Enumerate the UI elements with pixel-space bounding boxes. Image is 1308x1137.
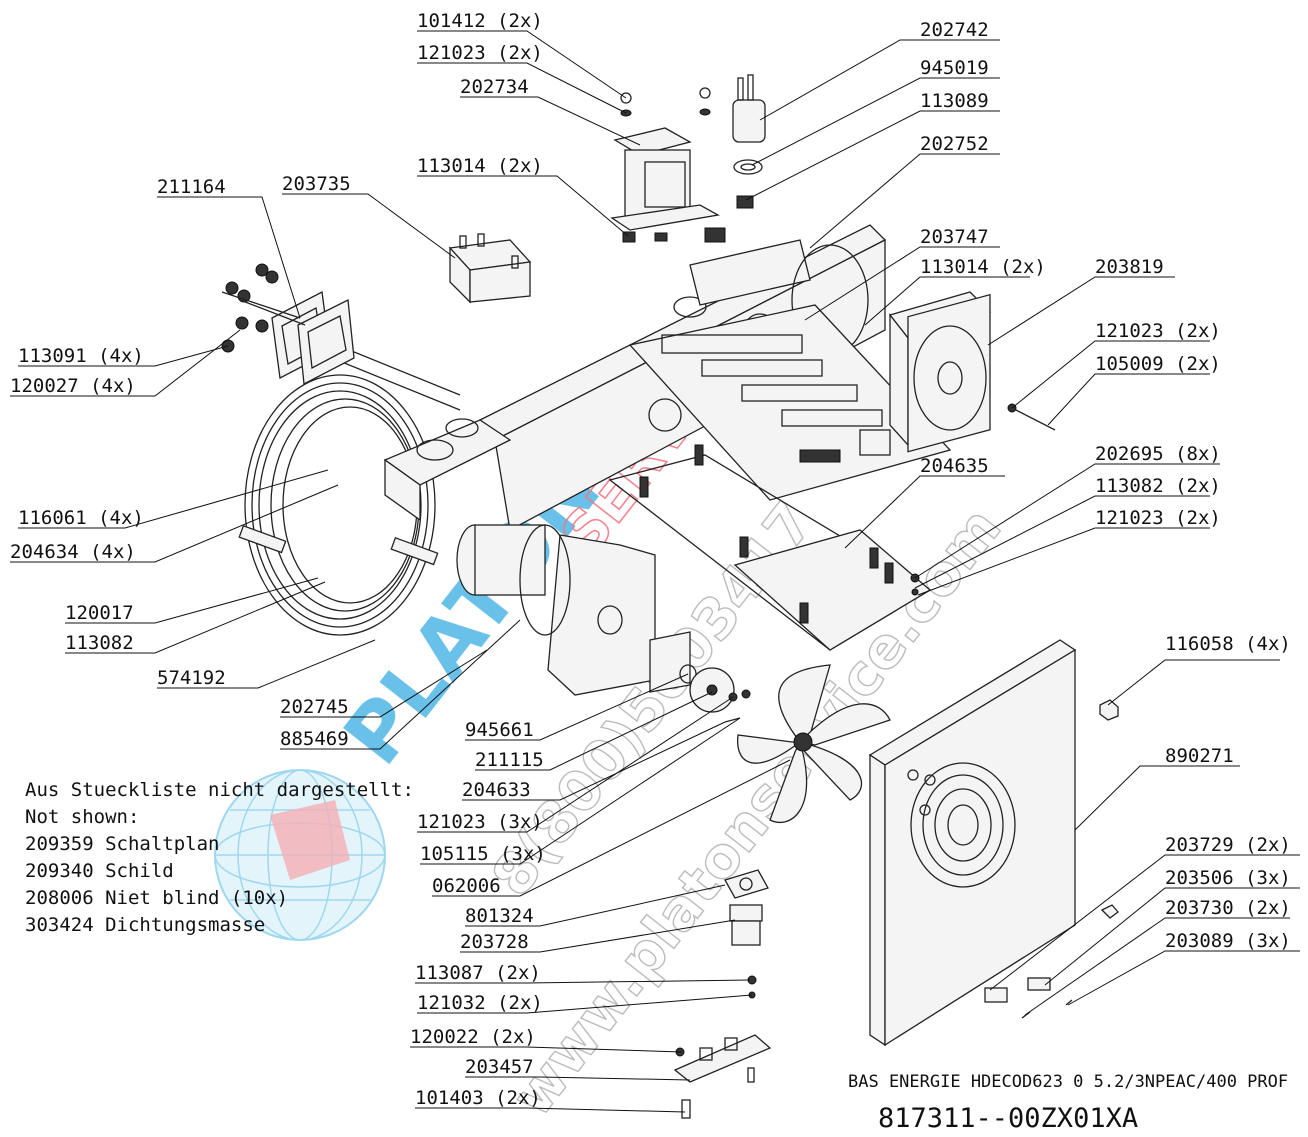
label-121023-a: 121023 (2x) bbox=[417, 42, 543, 64]
note-line-2: Not shown: bbox=[25, 806, 139, 828]
label-116058: 116058 (4x) bbox=[1165, 633, 1291, 655]
board-components bbox=[661, 334, 891, 463]
relay bbox=[448, 233, 532, 304]
label-945661: 945661 bbox=[465, 719, 534, 741]
base-plate bbox=[608, 444, 932, 651]
heating-coil bbox=[238, 329, 461, 636]
document-number: 817311--00ZX01XA bbox=[878, 1103, 1138, 1134]
small-hardware-right bbox=[984, 699, 1119, 1019]
cooling-fan bbox=[888, 291, 1056, 453]
label-203089: 203089 (3x) bbox=[1165, 930, 1291, 952]
label-113091: 113091 (4x) bbox=[18, 345, 144, 367]
fan-motor bbox=[456, 524, 656, 696]
label-202734: 202734 bbox=[460, 76, 529, 98]
capacitor bbox=[732, 74, 766, 209]
label-121032: 121032 (2x) bbox=[417, 992, 543, 1014]
model-title: BAS ENERGIE HDECOD623 0 5.2/3NPEAC/400 P… bbox=[848, 1072, 1288, 1092]
label-801324: 801324 bbox=[465, 905, 534, 927]
label-204633: 204633 bbox=[462, 779, 531, 801]
globe-logo bbox=[214, 769, 386, 941]
label-121023-c: 121023 (2x) bbox=[1095, 507, 1221, 529]
title-block: BAS ENERGIE HDECOD623 0 5.2/3NPEAC/400 P… bbox=[848, 1072, 1288, 1134]
terminal-nuts bbox=[221, 263, 306, 353]
label-121023-b: 121023 (2x) bbox=[1095, 320, 1221, 342]
label-113014-b: 113014 (2x) bbox=[920, 256, 1046, 278]
label-203729: 203729 (2x) bbox=[1165, 834, 1291, 856]
part-labels: 101412 (2x) 121023 (2x) 202734 202742 94… bbox=[10, 10, 1291, 1109]
part-drawings bbox=[221, 74, 1119, 1119]
label-113014-a: 113014 (2x) bbox=[417, 155, 543, 177]
label-120022: 120022 (2x) bbox=[410, 1026, 536, 1048]
label-203735: 203735 bbox=[282, 173, 351, 195]
standoffs bbox=[639, 444, 894, 624]
label-211115: 211115 bbox=[475, 749, 544, 771]
label-890271: 890271 bbox=[1165, 745, 1234, 767]
label-202695: 202695 (8x) bbox=[1095, 443, 1221, 465]
rear-panel bbox=[868, 639, 1077, 1047]
seal-plates bbox=[271, 290, 355, 386]
impeller-wheel bbox=[736, 664, 891, 824]
label-062006: 062006 bbox=[432, 875, 501, 897]
label-885469: 885469 bbox=[280, 728, 349, 750]
note-line-6: 303424 Dichtungsmasse bbox=[25, 914, 265, 936]
label-101412: 101412 (2x) bbox=[417, 10, 543, 32]
not-shown-notes: Aus Stueckliste nicht dargestellt: Not s… bbox=[25, 779, 414, 936]
label-203730: 203730 (2x) bbox=[1165, 897, 1291, 919]
label-202752: 202752 bbox=[920, 133, 989, 155]
label-202742: 202742 bbox=[920, 19, 989, 41]
motor-plate bbox=[649, 631, 751, 723]
leader-lines bbox=[10, 30, 1300, 1113]
label-101403: 101403 (2x) bbox=[415, 1087, 541, 1109]
label-113082-b: 113082 bbox=[65, 632, 134, 654]
label-120017: 120017 bbox=[65, 602, 134, 624]
label-113082-a: 113082 (2x) bbox=[1095, 475, 1221, 497]
note-line-4: 209340 Schild bbox=[25, 860, 174, 882]
circuit-board bbox=[628, 304, 952, 501]
transformer bbox=[610, 87, 720, 243]
label-203728: 203728 bbox=[460, 931, 529, 953]
label-211164: 211164 bbox=[157, 176, 226, 198]
label-121023-d: 121023 (3x) bbox=[417, 811, 543, 833]
label-203747: 203747 bbox=[920, 226, 989, 248]
label-203506: 203506 (3x) bbox=[1165, 867, 1291, 889]
note-line-3: 209359 Schaltplan bbox=[25, 833, 219, 855]
label-574192: 574192 bbox=[157, 667, 226, 689]
label-945019: 945019 bbox=[920, 57, 989, 79]
gland-and-terminal-block bbox=[673, 869, 772, 1119]
label-105009: 105009 (2x) bbox=[1095, 353, 1221, 375]
note-line-5: 208006 Niet blind (10x) bbox=[25, 887, 288, 909]
label-204634: 204634 (4x) bbox=[10, 541, 136, 563]
label-105115: 105115 (3x) bbox=[420, 843, 546, 865]
label-203457: 203457 bbox=[465, 1056, 534, 1078]
label-113087: 113087 (2x) bbox=[415, 962, 541, 984]
label-116061: 116061 (4x) bbox=[18, 507, 144, 529]
label-120027: 120027 (4x) bbox=[10, 375, 136, 397]
label-202745: 202745 bbox=[280, 696, 349, 718]
label-113089: 113089 bbox=[920, 90, 989, 112]
label-203819: 203819 bbox=[1095, 256, 1164, 278]
note-line-1: Aus Stueckliste nicht dargestellt: bbox=[25, 779, 414, 801]
label-204635: 204635 bbox=[920, 455, 989, 477]
